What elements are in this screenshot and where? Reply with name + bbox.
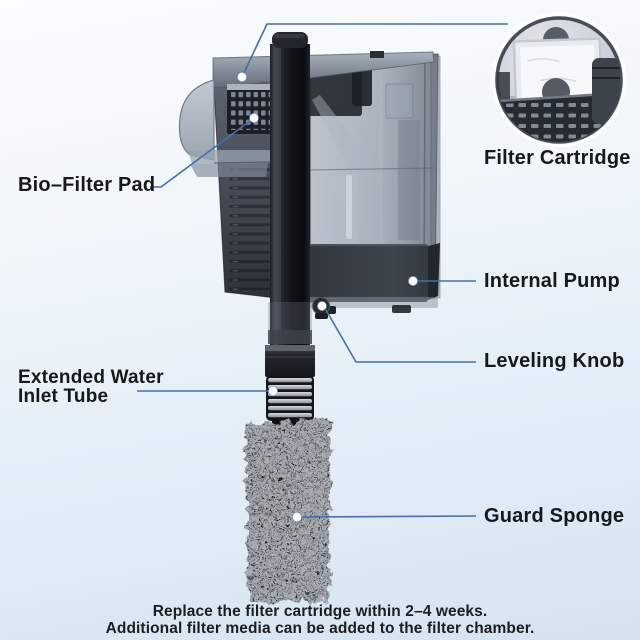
callout-label-extended-water-inlet-tube: Extended Water Inlet Tube bbox=[18, 367, 164, 407]
callout-dot-bio-filter-pad bbox=[248, 112, 260, 124]
guard-sponge-graphic bbox=[245, 420, 331, 602]
callout-label-filter-cartridge: Filter Cartridge bbox=[484, 147, 631, 169]
callout-dot-internal-pump bbox=[407, 275, 419, 287]
callout-label-bio-filter-pad: Bio–Filter Pad bbox=[18, 174, 156, 196]
lid-notch-graphic bbox=[370, 51, 384, 58]
callout-dot-guard-sponge bbox=[291, 511, 303, 523]
media-slots-graphic bbox=[229, 168, 273, 290]
tube-collar-graphic bbox=[265, 345, 315, 377]
leader-line-leveling-knob bbox=[325, 309, 476, 363]
bio-filter-pad-grille-graphic bbox=[227, 84, 277, 134]
intake-tube-graphic bbox=[268, 32, 312, 346]
callout-label-guard-sponge: Guard Sponge bbox=[484, 505, 625, 527]
leader-line-guard-sponge bbox=[300, 515, 477, 518]
callout-label-line2: Inlet Tube bbox=[18, 385, 109, 407]
internal-parts-graphic bbox=[310, 57, 435, 296]
leader-lines bbox=[137, 23, 508, 518]
usage-note-line1: Replace the filter cartridge within 2–4 … bbox=[152, 603, 488, 620]
usage-note-line2: Additional filter media can be added to … bbox=[105, 619, 535, 637]
leader-line-filter-cartridge bbox=[241, 23, 508, 78]
waterfall-spout-graphic bbox=[178, 79, 271, 177]
inlet-strainer-graphic bbox=[266, 375, 314, 428]
callout-dots bbox=[236, 71, 419, 523]
callout-label-leveling-knob: Leveling Knob bbox=[484, 350, 625, 372]
usage-note: Replace the filter cartridge within 2–4 … bbox=[0, 603, 640, 637]
callout-label-internal-pump: Internal Pump bbox=[484, 270, 620, 292]
callout-dot-inlet-tube bbox=[267, 385, 279, 397]
callout-label-line1: Extended Water bbox=[18, 367, 164, 388]
pump-chamber-graphic bbox=[306, 243, 440, 314]
callout-dot-leveling-knob bbox=[316, 300, 328, 312]
callout-dot-filter-cartridge bbox=[236, 71, 248, 83]
leader-line-bio-filter-pad bbox=[150, 117, 255, 188]
inset-circle bbox=[491, 12, 627, 148]
